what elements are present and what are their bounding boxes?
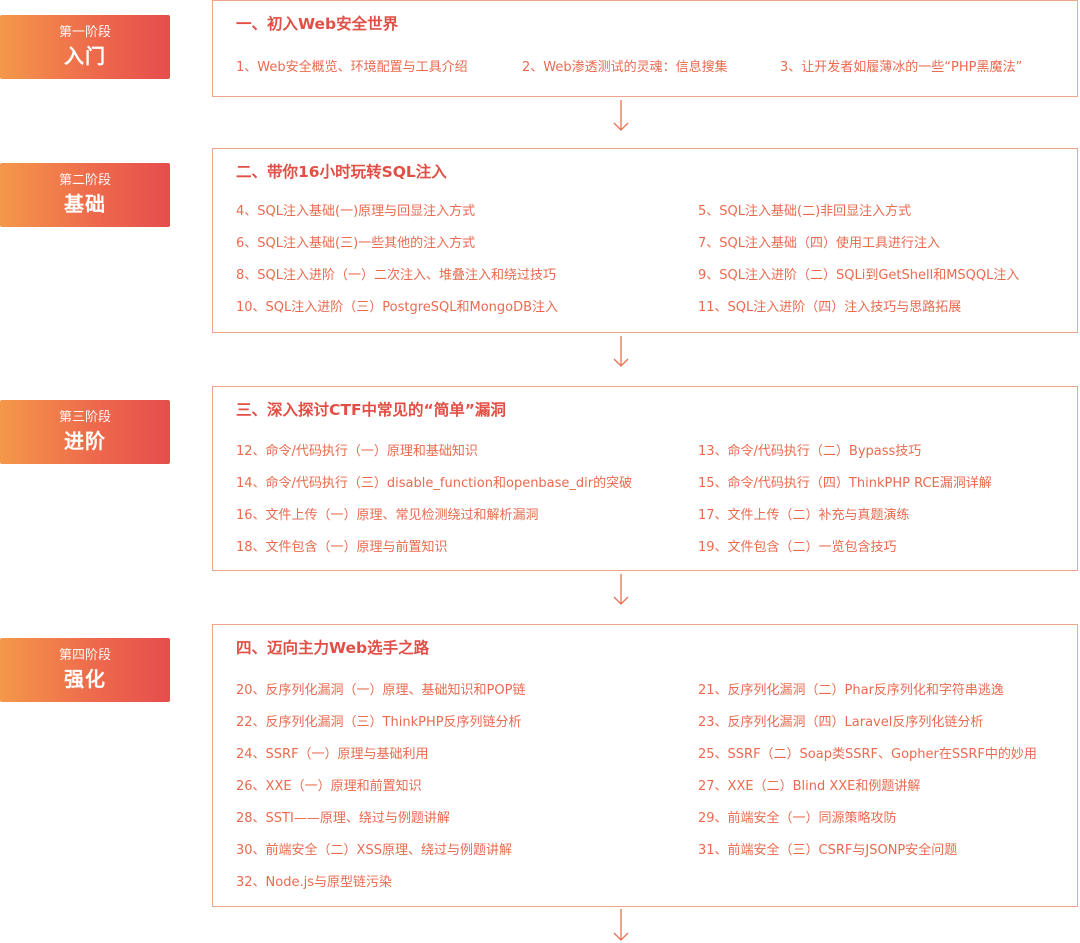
level-label: 强化	[64, 667, 106, 691]
level-label: 进阶	[64, 429, 106, 453]
course-item: 4、SQL注入基础(一)原理与回显注入方式	[236, 204, 476, 219]
course-item: 11、SQL注入进阶（四）注入技巧与思路拓展	[698, 300, 962, 315]
course-item: 14、命令/代码执行（三）disable_function和openbase_d…	[236, 476, 633, 491]
course-item: 2、Web渗透测试的灵魂：信息搜集	[522, 60, 728, 75]
course-item: 21、反序列化漏洞（二）Phar反序列化和字符串逃逸	[698, 683, 1004, 698]
section-title: 二、带你16小时玩转SQL注入	[236, 163, 447, 181]
course-item: 13、命令/代码执行（二）Bypass技巧	[698, 444, 922, 459]
course-item: 7、SQL注入基础（四）使用工具进行注入	[698, 236, 940, 251]
section-title: 三、深入探讨CTF中常见的“简单”漏洞	[236, 401, 506, 419]
down-arrow-icon	[613, 336, 629, 367]
down-arrow-icon	[613, 574, 629, 605]
course-item: 20、反序列化漏洞（一）原理、基础知识和POP链	[236, 683, 526, 698]
stage-label: 第三阶段	[58, 410, 111, 425]
stage-label: 第四阶段	[58, 648, 111, 663]
stage-panel-4: 四、迈向主力Web选手之路 20、反序列化漏洞（一）原理、基础知识和POP链 2…	[212, 624, 1078, 907]
down-arrow-icon	[613, 100, 629, 131]
course-item: 10、SQL注入进阶（三）PostgreSQL和MongoDB注入	[236, 300, 559, 315]
course-item: 22、反序列化漏洞（三）ThinkPHP反序列链分析	[236, 715, 522, 730]
course-item: 27、XXE（二）Blind XXE和例题讲解	[698, 779, 921, 794]
course-item: 6、SQL注入基础(三)一些其他的注入方式	[236, 236, 476, 251]
stage-label: 第一阶段	[58, 25, 111, 40]
course-item: 29、前端安全（一）同源策略攻防	[698, 811, 897, 826]
course-item: 16、文件上传（一）原理、常见检测绕过和解析漏洞	[236, 508, 539, 523]
course-item: 3、让开发者如履薄冰的一些“PHP黑魔法”	[780, 60, 1023, 75]
course-item: 12、命令/代码执行（一）原理和基础知识	[236, 444, 478, 459]
course-item: 8、SQL注入进阶（一）二次注入、堆叠注入和绕过技巧	[236, 268, 556, 283]
course-item: 17、文件上传（二）补充与真题演练	[698, 508, 910, 523]
course-item: 1、Web安全概览、环境配置与工具介绍	[236, 60, 468, 75]
course-item: 19、文件包含（二）一览包含技巧	[698, 540, 897, 555]
course-item: 30、前端安全（二）XSS原理、绕过与例题讲解	[236, 843, 512, 858]
course-item: 25、SSRF（二）Soap类SSRF、Gopher在SSRF中的妙用	[698, 747, 1037, 762]
course-item: 9、SQL注入进阶（二）SQLi到GetShell和MSQQL注入	[698, 268, 1020, 283]
course-item: 5、SQL注入基础(二)非回显注入方式	[698, 204, 912, 219]
course-item: 24、SSRF（一）原理与基础利用	[236, 747, 429, 762]
level-label: 基础	[64, 192, 106, 216]
stage-badge-2: 第二阶段 基础	[0, 163, 170, 227]
down-arrow-icon	[613, 909, 629, 941]
stage-badge-1: 第一阶段 入门	[0, 15, 170, 79]
stage-panel-2: 二、带你16小时玩转SQL注入 4、SQL注入基础(一)原理与回显注入方式 5、…	[212, 148, 1078, 333]
stage-badge-3: 第三阶段 进阶	[0, 400, 170, 464]
level-label: 入门	[64, 44, 106, 68]
stage-panel-1: 一、初入Web安全世界 1、Web安全概览、环境配置与工具介绍 2、Web渗透测…	[212, 0, 1078, 97]
course-item: 31、前端安全（三）CSRF与JSONP安全问题	[698, 843, 958, 858]
course-item: 28、SSTI——原理、绕过与例题讲解	[236, 811, 450, 826]
section-title: 四、迈向主力Web选手之路	[236, 639, 430, 657]
stage-badge-4: 第四阶段 强化	[0, 638, 170, 702]
course-item: 23、反序列化漏洞（四）Laravel反序列化链分析	[698, 715, 984, 730]
course-item: 18、文件包含（一）原理与前置知识	[236, 540, 448, 555]
course-item: 32、Node.js与原型链污染	[236, 875, 392, 890]
section-title: 一、初入Web安全世界	[236, 15, 399, 33]
stage-panel-3: 三、深入探讨CTF中常见的“简单”漏洞 12、命令/代码执行（一）原理和基础知识…	[212, 386, 1078, 571]
stage-label: 第二阶段	[58, 173, 111, 188]
course-item: 15、命令/代码执行（四）ThinkPHP RCE漏洞详解	[698, 476, 992, 491]
course-item: 26、XXE（一）原理和前置知识	[236, 779, 422, 794]
